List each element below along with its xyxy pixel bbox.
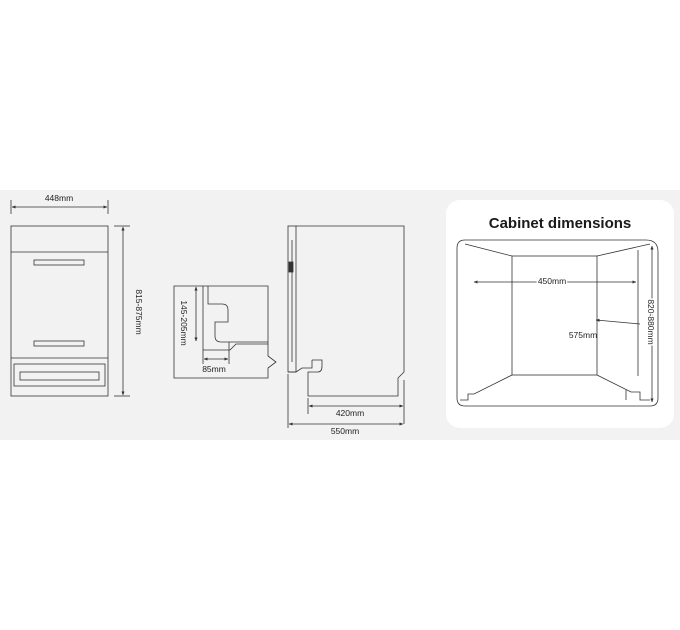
detail-frame [173, 285, 277, 379]
side-depth-label: 550mm [331, 426, 359, 436]
side-view: 420mm 550mm [287, 225, 405, 436]
side-inner-depth-label: 420mm [336, 408, 364, 418]
front-height-label: 815-875mm [134, 289, 144, 334]
detail-height-label: 145-205mm [179, 300, 189, 345]
lower-handle [33, 340, 85, 347]
cabinet-back-wall [511, 255, 598, 376]
kick-plate [13, 363, 106, 387]
cabinet-drawing: 450mm 575mm 820-880mm [456, 239, 659, 407]
cabinet-outline [456, 239, 659, 407]
cabinet-width-label: 450mm [538, 276, 566, 286]
dishwasher-front-outline [10, 225, 109, 397]
cabinet-depth-label: 575mm [569, 330, 597, 340]
cabinet-height-label: 820-880mm [646, 299, 656, 344]
detail-depth-label: 85mm [202, 364, 226, 374]
cabinet-card [446, 200, 674, 428]
detail-view: 145-205mm 85mm [173, 285, 277, 379]
door-profile [207, 286, 268, 343]
upper-handle [33, 259, 85, 266]
cabinet-depth-dimension [595, 318, 641, 325]
cabinet-title: Cabinet dimensions [488, 215, 632, 232]
dishwasher-side-outline [296, 225, 405, 397]
front-width-label: 448mm [45, 193, 73, 203]
front-view: 448mm 815-875mm [10, 193, 144, 397]
